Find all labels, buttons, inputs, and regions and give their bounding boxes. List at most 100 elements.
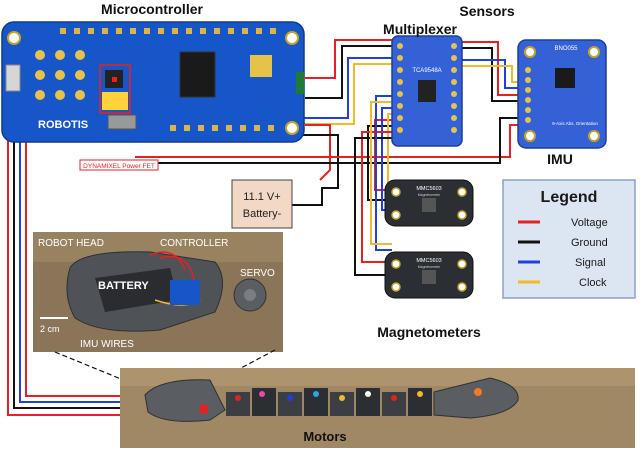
- mag2-sub-label: Magnetometer: [418, 265, 441, 269]
- mux-imu-signal: [462, 59, 525, 89]
- legend-label-voltage: Voltage: [571, 217, 608, 229]
- mag1-hole: [457, 187, 467, 197]
- mcu-hole: [285, 31, 299, 45]
- mcu-pin-row-bottom: [170, 125, 274, 131]
- battery-label-line1: 11.1 V+: [243, 191, 280, 203]
- legend-box: [502, 179, 636, 299]
- mux-chip-label: TCA9548A: [412, 68, 441, 74]
- legend-title: Legend: [541, 189, 598, 206]
- photo-label-servo: SERVO: [240, 268, 275, 279]
- photo-label-imu-wires: IMU WIRES: [80, 339, 134, 350]
- zoom-line-left: [54, 351, 161, 396]
- mag2-chip-label: MMC5603: [416, 258, 441, 264]
- mag1-sub-label: Magnetometer: [418, 193, 441, 197]
- magnetometer-2: MMC5603 Magnetometer: [384, 251, 474, 299]
- mag2-hole: [391, 282, 401, 292]
- photo-label-robot-head: ROBOT HEAD: [38, 238, 104, 249]
- mcu-sig-a: [300, 57, 392, 119]
- mcu-voltage-to-mux: [305, 39, 392, 79]
- mcu-hole: [285, 121, 299, 135]
- magnetometer-1: MMC5603 Magnetometer: [384, 179, 474, 227]
- mux-pins-left: [397, 43, 403, 133]
- mux-imu-ground: [462, 47, 525, 102]
- battery-label-line2: Battery-: [243, 208, 282, 220]
- imu-chip-label: BNO055: [554, 46, 578, 52]
- motors-tail-led: [474, 388, 482, 396]
- mcu-pin-row-top: [60, 28, 276, 34]
- mcu-square-pad: [250, 55, 272, 77]
- robot-head-photo: ROBOT HEAD CONTROLLER SERVO BATTERY 2 cm…: [33, 232, 283, 352]
- legend-label-signal: Signal: [575, 257, 606, 269]
- imu-hole: [588, 130, 600, 142]
- title-imu: IMU: [547, 151, 573, 167]
- imu-caption: 9-Axis Abs. Orientation: [552, 121, 598, 126]
- legend: Legend Voltage Ground Signal Clock: [502, 179, 636, 299]
- legend-label-ground: Ground: [571, 237, 608, 249]
- photo-label-battery: BATTERY: [98, 280, 149, 292]
- mcu-sig-b: [300, 63, 392, 125]
- mux-chip: [418, 80, 436, 102]
- mcu-gray-ic: [107, 114, 137, 130]
- mcu-ground-to-mux: [305, 45, 392, 99]
- mux-pins-right: [451, 43, 457, 133]
- power-fet-label: DYNAMIXEL Power FET: [83, 163, 155, 170]
- mux-imu-voltage: [462, 41, 525, 96]
- mag2-hole: [391, 259, 401, 269]
- mcu-fet-outline: [99, 64, 131, 114]
- mag1-hole: [391, 210, 401, 220]
- mcu-brand-text: ROBOTIS: [38, 119, 88, 131]
- photo-servo-hub: [244, 289, 256, 301]
- mux-mag2-signal: [375, 95, 392, 251]
- photo-label-scale: 2 cm: [40, 324, 60, 334]
- photo-controller: [170, 280, 200, 305]
- battery-ground: [292, 134, 339, 206]
- imu-chip: [555, 68, 575, 88]
- mag1-chip-label: MMC5603: [416, 186, 441, 192]
- wiring: [7, 39, 525, 416]
- mux-mag2-clock: [370, 101, 392, 245]
- multiplexer-board: TCA9548A: [391, 35, 463, 147]
- motors-red-led: [200, 405, 208, 413]
- ground-bus-imu: [150, 117, 525, 164]
- photo-wires: [149, 251, 196, 286]
- mux-mag1-voltage: [374, 119, 392, 191]
- mag2-hole: [457, 259, 467, 269]
- title-motors: Motors: [303, 429, 346, 444]
- imu-hole: [524, 46, 536, 58]
- mag1-hole: [457, 210, 467, 220]
- motors-tail-shell: [433, 377, 519, 419]
- mcu-left-pads: [35, 50, 85, 100]
- mcu-chip-highlight: [112, 77, 117, 82]
- battery-voltage: [305, 124, 331, 181]
- title-sensors: Sensors: [459, 3, 514, 19]
- imu-board: BNO055 9-Axis Abs. Orientation: [517, 39, 607, 149]
- power-fet-label-box: [79, 159, 159, 171]
- imu-hole: [588, 46, 600, 58]
- imu-pins: [525, 67, 531, 123]
- title-magnetometers: Magnetometers: [377, 324, 481, 340]
- battery-box: [231, 179, 293, 229]
- mag2-hole: [457, 282, 467, 292]
- mag1-chip: [422, 198, 436, 212]
- imu-pcb: [517, 39, 607, 149]
- microcontroller-board: ROBOTIS: [1, 21, 305, 143]
- legend-label-clock: Clock: [579, 277, 607, 289]
- motor-segments: [226, 388, 432, 416]
- photo-label-controller: CONTROLLER: [160, 238, 228, 249]
- title-microcontroller: Microcontroller: [101, 1, 203, 17]
- mux-mag1-ground: [367, 125, 392, 201]
- mcu-ic-right: [179, 51, 216, 98]
- mcu-power-fet-block: [102, 92, 128, 110]
- mcu-hole: [7, 31, 21, 45]
- mux-mag2-ground: [354, 137, 392, 276]
- mcu-green-connector: [296, 72, 304, 94]
- motors-photo: [120, 368, 635, 448]
- mag1-hole: [391, 187, 401, 197]
- motors-wood-highlight: [120, 368, 635, 386]
- mcu-usb-port: [5, 64, 21, 92]
- mux-imu-clock: [462, 65, 525, 83]
- title-multiplexer: Multiplexer: [383, 21, 457, 37]
- mag2-chip: [422, 270, 436, 284]
- imu-hole: [524, 130, 536, 142]
